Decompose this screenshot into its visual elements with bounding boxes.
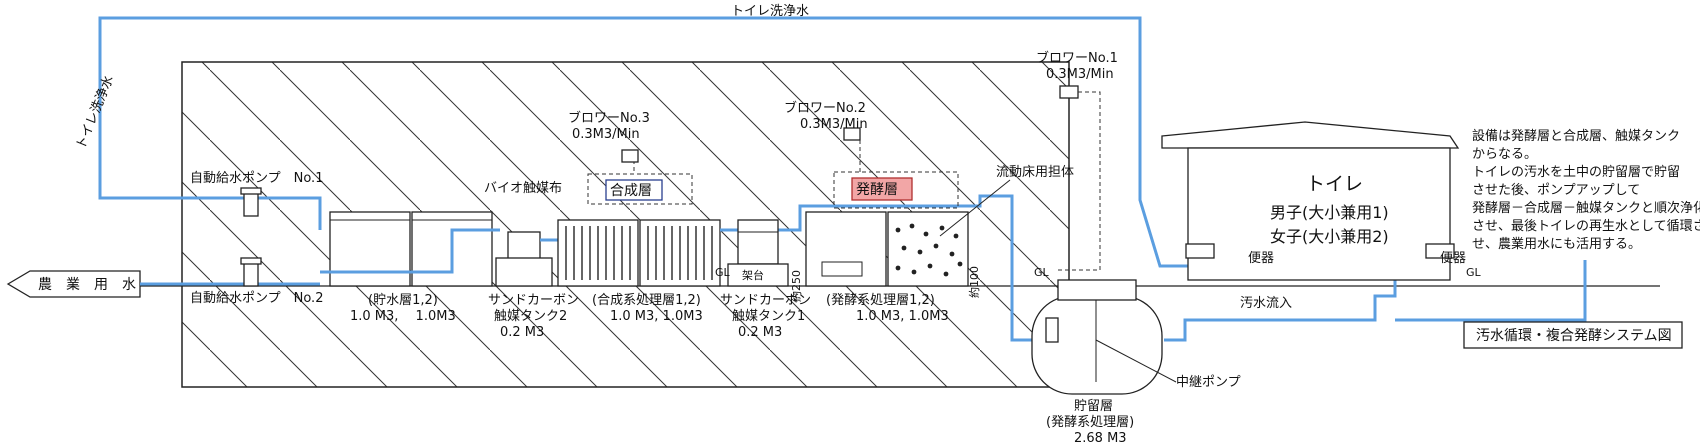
agri-water-arrow bbox=[6, 270, 320, 298]
sand-carbon1-name-a: サンドカーボン bbox=[720, 293, 811, 308]
desc-line-4: させた後、ポンプアップして bbox=[1472, 183, 1640, 198]
ferment-pipe bbox=[790, 194, 1048, 342]
blower1-name: ブロワーNo.1 bbox=[1036, 50, 1118, 66]
dimension-250: 約250 bbox=[789, 270, 803, 302]
blower1-air bbox=[1058, 91, 1101, 271]
retention-tank bbox=[1031, 279, 1163, 395]
bio-cloth-label: バイオ触媒布 bbox=[484, 181, 562, 196]
sand-carbon2-name-b: 触媒タンク2 bbox=[494, 309, 567, 324]
blower2-name: ブロワーNo.2 bbox=[784, 100, 866, 116]
dimension-100: 約100 bbox=[967, 266, 981, 298]
desc-line-2: からなる。 bbox=[1472, 147, 1537, 162]
synthesis-tank-1 bbox=[557, 219, 639, 287]
gl-label-3: GL bbox=[1466, 266, 1482, 279]
storage-tank-1 bbox=[329, 211, 411, 287]
relay-pump-leader bbox=[1095, 339, 1177, 383]
figure-title: 汚水循環・複合発酵システム図 bbox=[1476, 327, 1672, 344]
pump1 bbox=[240, 187, 262, 217]
blower3-name: ブロワーNo.3 bbox=[568, 110, 650, 126]
sand-carbon1-volume: 0.2 M3 bbox=[738, 325, 782, 340]
toilet-flush-label-top: トイレ洗浄水 bbox=[731, 4, 809, 19]
storage-volume: 1.0 M3, 1.0M3 bbox=[350, 309, 456, 324]
desc-line-1: 設備は発酵層と合成層、触媒タンク bbox=[1472, 128, 1680, 144]
sewage-pipe bbox=[1164, 260, 1397, 342]
rack-label: 架台 bbox=[742, 268, 764, 282]
toilet-title: トイレ bbox=[1306, 173, 1363, 195]
retention-subtitle: (発酵系処理層) bbox=[1046, 415, 1134, 430]
gl-label-1: GL bbox=[715, 266, 731, 279]
blower1-icon bbox=[1059, 85, 1079, 99]
pump1-label: 自動給水ポンプ No.1 bbox=[190, 171, 323, 186]
fluid-bed-label: 流動床用担体 bbox=[996, 165, 1074, 180]
synthesis-tank-2 bbox=[639, 219, 721, 287]
synthesis-badge bbox=[605, 179, 663, 201]
fluid-bed-leader bbox=[939, 179, 1011, 237]
figure-title-box bbox=[1463, 321, 1683, 349]
bowl-label-1: 便器 bbox=[1248, 251, 1274, 266]
sewage-inflow-label: 汚水流入 bbox=[1240, 296, 1292, 311]
fermentation-layer-label: 発酵層 bbox=[856, 182, 898, 198]
retention-name: 貯留層 bbox=[1074, 399, 1113, 414]
fermentation-badge bbox=[851, 177, 913, 201]
blower3-icon bbox=[621, 149, 639, 163]
synthesis-layer-label: 合成層 bbox=[610, 183, 652, 199]
blower2-icon bbox=[843, 127, 861, 141]
gl-label-2: GL bbox=[1034, 266, 1050, 279]
agri-water-label: 農 業 用 水 bbox=[38, 277, 136, 293]
sewage-pipe-2 bbox=[1395, 260, 1587, 322]
desc-line-7: せ、農業用水にも活用する。 bbox=[1472, 236, 1641, 252]
relay-pump-label: 中継ポンプ bbox=[1176, 375, 1241, 390]
ferment-tank-1 bbox=[805, 211, 887, 287]
fermentation-zone bbox=[833, 171, 959, 209]
toilet-women: 女子(大小兼用2) bbox=[1270, 227, 1389, 246]
desc-line-5: 発酵層－合成層－触媒タンクと順次浄化 bbox=[1472, 200, 1700, 216]
blower2-rate: 0.3M3/Min bbox=[800, 117, 868, 132]
pump2-label: 自動給水ポンプ No.2 bbox=[190, 291, 323, 306]
desc-line-3: トイレの汚水を土中の貯留層で貯留 bbox=[1472, 165, 1680, 180]
desc-line-6: させ、最後トイレの再生水として循環さ bbox=[1472, 219, 1700, 234]
synthesis-tanks-label: (合成系処理層1,2) bbox=[592, 293, 701, 308]
toilet-flush-label-left: トイレ洗浄水 bbox=[74, 74, 117, 152]
sand-carbon-tank-2 bbox=[495, 231, 553, 287]
synthesis-zone bbox=[587, 173, 693, 205]
bowl-label-2: 便器 bbox=[1440, 251, 1466, 266]
toilet-building bbox=[1161, 121, 1460, 281]
sand-carbon1-name-b: 触媒タンク1 bbox=[732, 309, 805, 324]
sand-carbon2-volume: 0.2 M3 bbox=[500, 325, 544, 340]
blower3-rate: 0.3M3/Min bbox=[572, 127, 640, 142]
pump2 bbox=[240, 257, 262, 287]
blower1-rate: 0.3M3/Min bbox=[1046, 67, 1114, 82]
description: 設備は発酵層と合成層、触媒タンク からなる。 トイレの汚水を土中の貯留層で貯留 … bbox=[1472, 128, 1700, 252]
sand-carbon-tank-1 bbox=[727, 219, 789, 287]
ferment-tanks-volume: 1.0 M3, 1.0M3 bbox=[856, 309, 949, 324]
storage-pipe bbox=[320, 228, 500, 274]
toilet-men: 男子(大小兼用1) bbox=[1270, 203, 1389, 222]
sand-carbon2-name-a: サンドカーボン bbox=[488, 293, 579, 308]
toilet-flush-pipe bbox=[98, 16, 1220, 268]
synthesis-tanks-volume: 1.0 M3, 1.0M3 bbox=[610, 309, 703, 324]
ferment-tanks-label: (発酵系処理層1,2) bbox=[826, 293, 935, 308]
storage-label: (貯水層1,2) bbox=[368, 293, 438, 308]
retention-volume: 2.68 M3 bbox=[1074, 431, 1127, 443]
